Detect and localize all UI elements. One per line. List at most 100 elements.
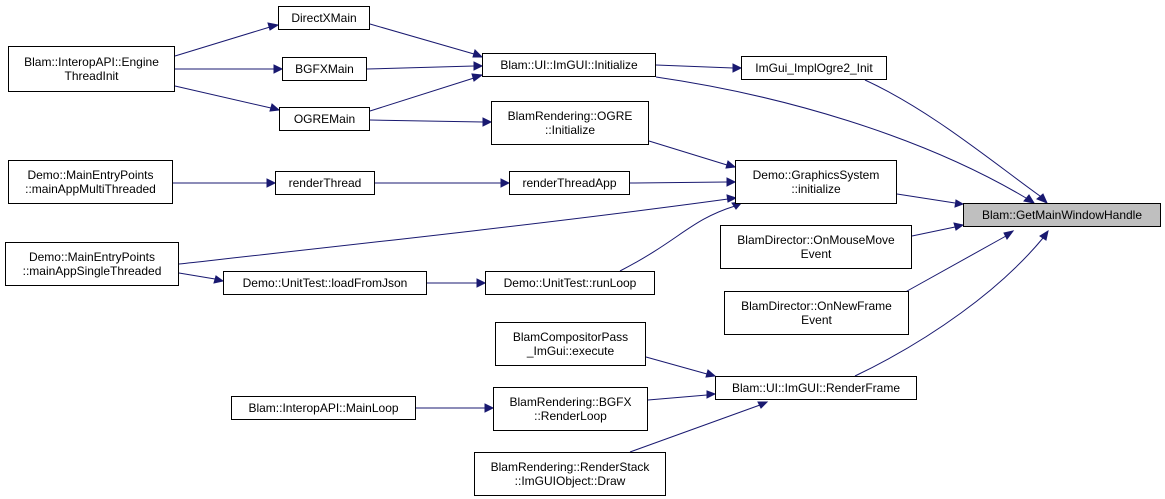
edge-arrowhead [500, 178, 511, 188]
node-label-line: ImGui_ImplOgre2_Init [755, 61, 873, 75]
edge-line [174, 85, 272, 109]
node-label-line: Blam::GetMainWindowHandle [981, 208, 1143, 222]
edge-unittest_loadfromjson-to-unittest_runloop [427, 278, 487, 288]
edge-line [369, 119, 484, 123]
edge-demo_mainapp_multi-to-renderthread [173, 178, 277, 188]
node-unittest-runloop[interactable]: Demo::UnitTest::runLoop [485, 271, 655, 295]
edge-renderstack_draw-to-imgui_renderframe [629, 401, 769, 453]
edge-line [369, 23, 475, 55]
edge-arrowhead [471, 73, 484, 82]
node-onnewframeevent[interactable]: BlamDirector::OnNewFrame Event [724, 291, 909, 335]
node-imgui-initialize[interactable]: Blam::UI::ImGUI::Initialize [482, 53, 656, 77]
node-interop-mainloop[interactable]: Blam::InteropAPI::MainLoop [231, 396, 416, 420]
edge-arrowhead [732, 63, 743, 73]
edge-arrowhead [757, 401, 769, 409]
edge-line [864, 79, 1041, 197]
edge-arrowhead [484, 403, 495, 413]
node-label-line: Blam::UI::ImGUI::Initialize [500, 58, 638, 72]
node-compositorpass-imgui-execute[interactable]: BlamCompositorPass _ImGui::execute [495, 322, 646, 366]
node-label-line: ::Initialize [544, 123, 596, 137]
edge-line [896, 193, 956, 204]
node-ogremain[interactable]: OGREMain [279, 107, 370, 131]
edge-onnewframe-to-getmainwindowhandle [899, 230, 1015, 296]
node-label-line: DirectXMain [291, 11, 357, 25]
node-label-line: BlamRendering::RenderStack [490, 460, 650, 474]
edge-imgui_renderframe-to-getmainwindowhandle [854, 229, 1049, 377]
node-blamrendering-bgfx-renderloop[interactable]: BlamRendering::BGFX ::RenderLoop [493, 387, 648, 431]
edge-bgfxmain-to-imgui_initialize [366, 61, 484, 71]
edge-arrowhead [473, 61, 484, 71]
node-label-line: Demo::GraphicsSystem [752, 168, 880, 182]
node-label-line: renderThreadApp [522, 176, 617, 190]
node-label-line: Demo::UnitTest::loadFromJson [242, 276, 408, 290]
node-label-line: BGFXMain [295, 62, 354, 76]
edge-line [655, 76, 1027, 199]
edge-line [647, 394, 708, 401]
edge-blamrendering_ogre_initialize-to-graphicssystem_initialize [648, 140, 737, 169]
edge-interop_mainloop-to-blamrendering_bgfx_renderloop [416, 403, 495, 413]
edge-arrowhead [705, 369, 717, 378]
edge-imgui_initialize-to-imgui_implogre2_init [655, 63, 743, 73]
node-label-line: Event [801, 313, 832, 327]
edge-interop_enginethread-to-directxmain [174, 22, 280, 57]
node-getmainwindowhandle: Blam::GetMainWindowHandle [963, 203, 1161, 227]
edge-graphicssystem_initialize-to-getmainwindowhandle [896, 193, 965, 208]
node-label-line: Demo::MainEntryPoints [27, 168, 154, 182]
edge-line [648, 140, 728, 166]
edge-arrowhead [725, 160, 737, 169]
node-label-line: ::mainAppMultiThreaded [25, 182, 156, 196]
node-demo-mainappsinglethreaded[interactable]: Demo::MainEntryPoints ::mainAppSingleThr… [5, 242, 179, 286]
edge-onmousemove-to-getmainwindowhandle [911, 222, 965, 237]
edge-arrowhead [726, 194, 738, 203]
node-label-line: ThreadInit [64, 69, 119, 83]
node-directxmain[interactable]: DirectXMain [278, 6, 370, 30]
node-onmousemoveevent[interactable]: BlamDirector::OnMouseMove Event [720, 225, 912, 269]
edge-line [655, 64, 734, 69]
node-label-line: BlamDirector::OnNewFrame [741, 299, 892, 313]
node-interop-enginethreadinit[interactable]: Blam::InteropAPI::Engine ThreadInit [8, 46, 175, 92]
node-label-line: _ImGui::execute [526, 344, 615, 358]
edge-arrowhead [273, 64, 284, 74]
node-bgfxmain[interactable]: BGFXMain [282, 57, 367, 81]
edge-line [174, 26, 271, 57]
edge-line [366, 65, 475, 70]
edge-arrowhead [1023, 194, 1036, 204]
edge-arrowhead [953, 222, 965, 231]
node-renderthreadapp[interactable]: renderThreadApp [509, 171, 630, 195]
node-label-line: Demo::MainEntryPoints [28, 250, 156, 264]
node-label-line: BlamRendering::OGRE [507, 109, 633, 123]
node-label-line: OGREMain [293, 112, 356, 126]
edge-arrowhead [726, 177, 737, 187]
edge-interop_enginethread-to-ogremain [174, 85, 281, 112]
edge-line [619, 205, 736, 272]
node-unittest-loadfromjson[interactable]: Demo::UnitTest::loadFromJson [223, 271, 427, 295]
edge-arrowhead [476, 278, 487, 288]
node-label-line: ::initialize [791, 182, 841, 196]
edge-ogremain-to-imgui_initialize [369, 73, 484, 112]
edge-arrowhead [267, 22, 280, 31]
node-label-line: BlamDirector::OnMouseMove [737, 233, 895, 247]
edge-renderthreadapp-to-graphicssystem_initialize [629, 177, 737, 187]
edge-line [854, 237, 1044, 377]
edge-interop_enginethread-to-bgfxmain [175, 64, 284, 74]
node-label-line: ::RenderLoop [534, 409, 607, 423]
edge-line [178, 198, 729, 265]
node-imgui-implogre2-init[interactable]: ImGui_ImplOgre2_Init [741, 56, 887, 80]
edge-line [178, 272, 216, 280]
node-blamrendering-ogre-initialize[interactable]: BlamRendering::OGRE ::Initialize [491, 101, 649, 145]
edge-demo_mainapp_single-to-graphicssystem_initialize [178, 194, 738, 265]
node-label-line: Demo::UnitTest::runLoop [503, 276, 637, 290]
node-label-line: Event [800, 247, 832, 261]
edge-line [629, 181, 728, 184]
node-renderstack-imguiobject-draw[interactable]: BlamRendering::RenderStack ::ImGUIObject… [474, 452, 666, 496]
node-demo-mainappmultithreaded[interactable]: Demo::MainEntryPoints ::mainAppMultiThre… [8, 160, 173, 204]
edge-imgui_initialize-to-getmainwindowhandle [655, 76, 1036, 204]
edge-imgui_implogre2_init-to-getmainwindowhandle [864, 79, 1048, 204]
node-renderthread[interactable]: renderThread [275, 171, 375, 195]
node-label-line: ::ImGUIObject::Draw [514, 474, 626, 488]
edge-arrowhead [1039, 229, 1049, 241]
node-graphicssystem-initialize[interactable]: Demo::GraphicsSystem ::initialize [735, 160, 897, 204]
node-imgui-renderframe[interactable]: Blam::UI::ImGUI::RenderFrame [715, 376, 917, 400]
